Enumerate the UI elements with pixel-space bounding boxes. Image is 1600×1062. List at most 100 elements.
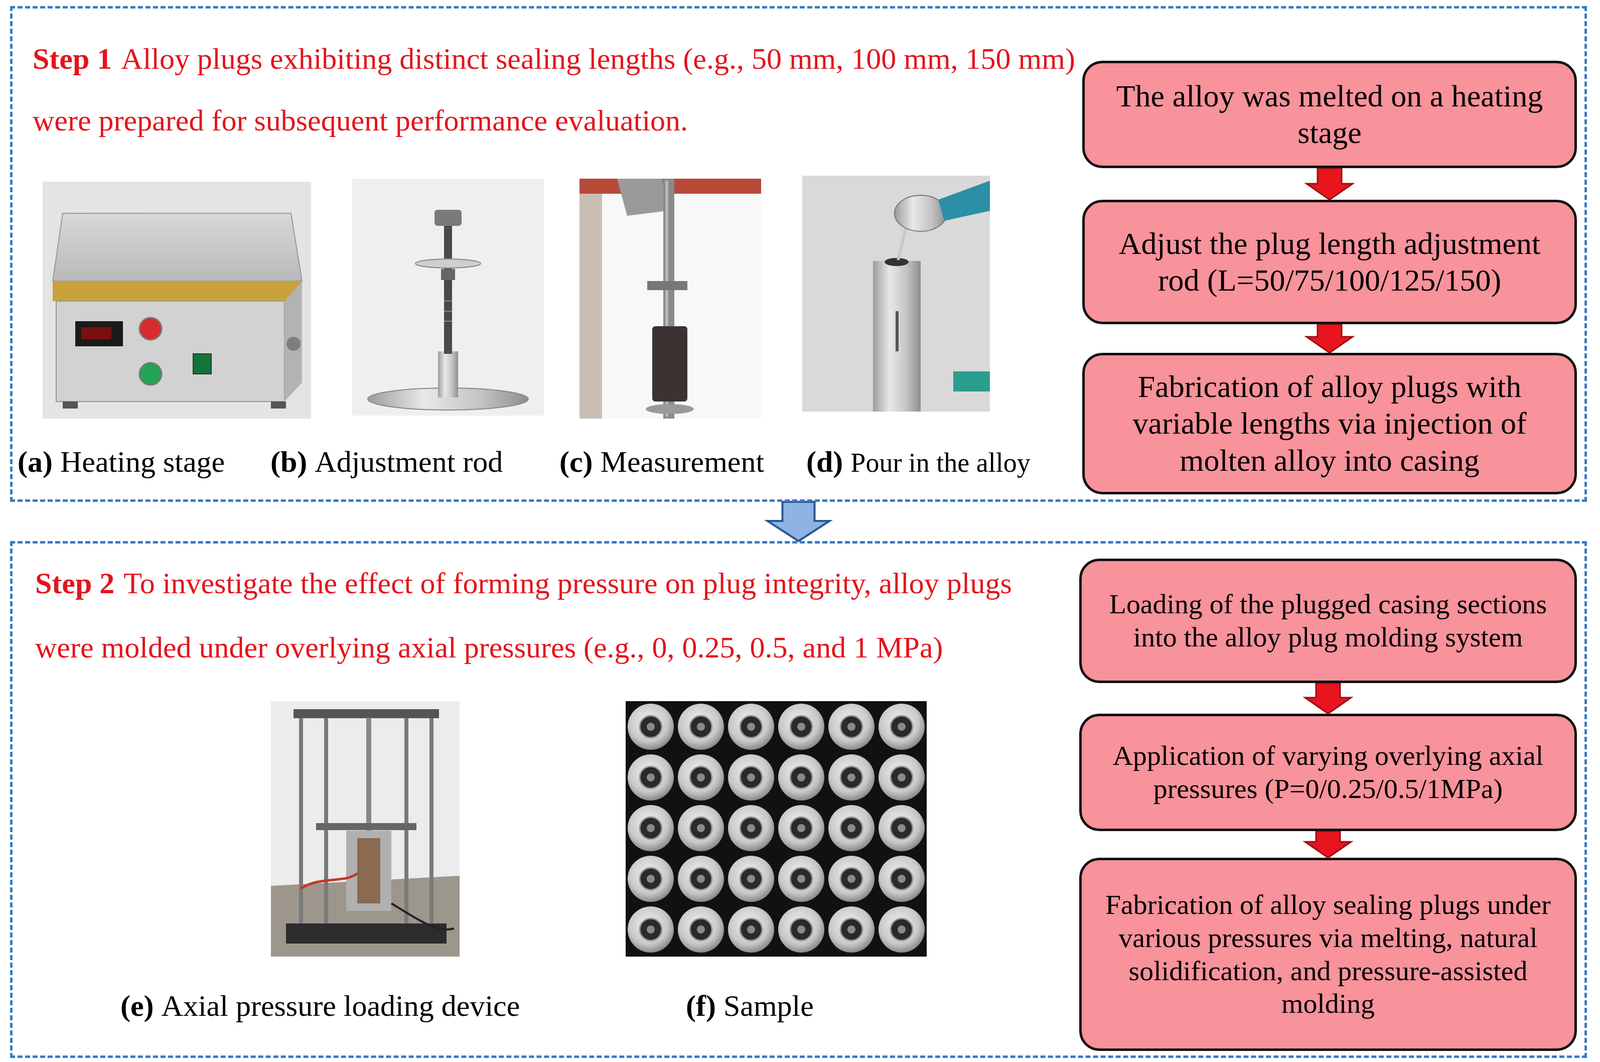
photo-shape [884,257,909,266]
photo-shape [645,403,694,414]
photo-shape [316,822,417,830]
caption-letter: (d) [806,444,843,480]
step-description: Step 2To investigate the effect of formi… [35,550,1074,680]
photo-shape [652,326,688,402]
photo-shape [285,923,447,944]
step-text: Alloy plugs exhibiting distinct sealing … [32,42,1076,137]
photo-shape [139,362,162,385]
photo-shape [286,336,301,351]
photo-shape [728,804,775,851]
photo-shape [938,180,990,221]
photo-shape [728,703,775,750]
photo-shape [139,317,162,340]
photo-shape [878,855,925,902]
figure-caption: (c)Measurement [559,444,765,480]
photo-shape [828,855,875,902]
box-text: Fabrication of alloy sealing plugs under… [1098,888,1558,1021]
photo-shape [728,754,775,801]
photo-shape [778,855,825,902]
figure-caption: (e)Axial pressure loading device [120,988,520,1024]
process-box: Adjust the plug length adjustment rod (L… [1082,199,1577,325]
photo-shape [56,301,285,402]
box-text: Loading of the plugged casing sections i… [1098,587,1558,654]
photo-shape [647,280,688,290]
photo-shape [62,401,78,409]
photo-shape [625,700,927,957]
figure-caption: (a)Heating stage [17,444,225,480]
photo-shape [828,906,875,953]
photo-shape [677,804,724,851]
caption-text: Pour in the alloy [850,447,1031,479]
heating-stage-photo [42,181,312,419]
pouring-photo [802,175,990,412]
caption-letter: (b) [270,444,308,480]
caption-text: Axial pressure loading device [161,988,521,1024]
photo-shape [81,327,112,340]
photo-shape [75,321,123,347]
photo-shape [415,258,481,268]
loading-device-photo [270,700,460,957]
process-box: Fabrication of alloy plugs with variable… [1082,352,1577,495]
photo-shape [366,717,372,831]
photo-shape [270,401,286,409]
caption-text: Sample [723,988,814,1024]
adjustment-rod-photo [352,178,544,416]
photo-shape [42,181,312,419]
photo-shape [828,754,875,801]
caption-letter: (e) [120,988,155,1024]
photo-shape [778,754,825,801]
flow-arrow [1306,168,1353,200]
photo-shape [802,175,990,412]
photo-shape [301,873,358,889]
step-heading: Step 1 [32,42,112,76]
figure-caption: (d)Pour in the alloy [806,444,1031,480]
photo-shape [324,712,329,924]
figure-caption: (f)Sample [685,988,814,1024]
caption-text: Measurement [600,444,765,480]
photo-shape [627,906,674,953]
photo-shape [270,700,460,957]
photo-shape [728,855,775,902]
caption-text: Adjustment rod [314,444,503,480]
photo-shape [898,228,906,260]
flow-arrow [1304,682,1352,714]
process-box: Application of varying overlying axial p… [1079,713,1577,831]
photo-shape [357,837,381,904]
photo-shape [878,906,925,953]
box-text: The alloy was melted on a heating stage [1101,77,1558,152]
measurement-photo [579,178,762,419]
photo-shape [438,351,459,398]
photo-shape [778,906,825,953]
photo-shape [429,712,434,924]
step-text: To investigate the effect of forming pre… [35,566,1012,664]
photo-shape [391,903,455,930]
caption-letter: (a) [17,444,53,480]
photo-shape [627,804,674,851]
step-panel: Step 2To investigate the effect of formi… [10,540,1587,1058]
photo-shape [627,703,674,750]
step-panel: Step 1Alloy plugs exhibiting distinct se… [10,6,1587,502]
step-description: Step 1Alloy plugs exhibiting distinct se… [32,28,1077,152]
figure-caption: (b)Adjustment rod [270,444,503,480]
photo-shape [299,712,304,924]
photo-shape [444,223,453,354]
caption-text: Heating stage [60,444,225,480]
photo-shape [677,703,724,750]
photo-shape [878,703,925,750]
box-text: Application of varying overlying axial p… [1098,739,1558,806]
photo-shape [444,300,453,302]
photo-shape [579,178,603,419]
caption-letter: (f) [685,988,716,1024]
photo-shape [193,353,212,374]
photo-shape [677,855,724,902]
photo-shape [434,209,462,226]
photo-shape [828,804,875,851]
photo-shape [878,804,925,851]
process-box: Fabrication of alloy sealing plugs under… [1079,857,1577,1051]
photo-shape [878,754,925,801]
photo-shape [293,708,440,718]
process-box: The alloy was melted on a heating stage [1082,60,1577,169]
photo-shape [627,754,674,801]
photo-shape [873,260,921,412]
